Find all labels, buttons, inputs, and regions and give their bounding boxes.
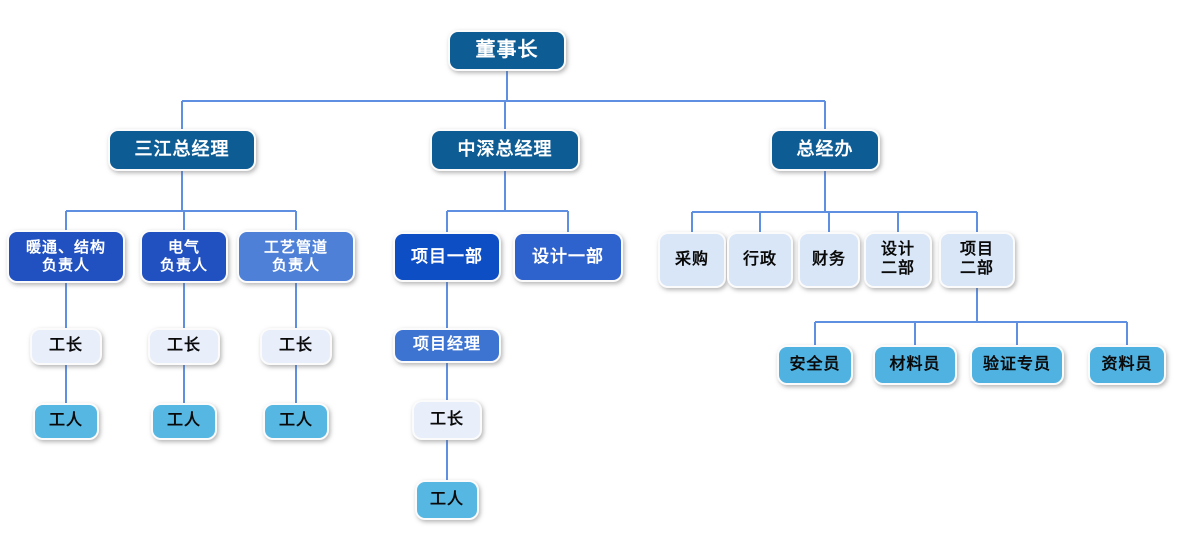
org-node-procurement: 采购 (658, 232, 726, 288)
org-node-verification-specialist: 验证专员 (970, 345, 1064, 385)
org-node-zhongshen-gm: 中深总经理 (430, 129, 580, 171)
org-node-project-dept1: 项目一部 (393, 232, 501, 282)
org-node-material-officer: 材料员 (873, 345, 957, 385)
org-node-safety-officer: 安全员 (777, 345, 853, 385)
org-node-foreman-3: 工长 (260, 328, 332, 365)
org-node-gm-office: 总经办 (770, 129, 880, 171)
org-node-worker-4: 工人 (415, 480, 479, 520)
org-node-design-dept2: 设计 二部 (864, 232, 932, 288)
org-node-piping-lead: 工艺管道 负责人 (237, 230, 355, 283)
org-node-admin: 行政 (727, 232, 793, 288)
org-node-finance: 财务 (798, 232, 860, 288)
org-node-sanjiang-gm: 三江总经理 (108, 129, 256, 171)
org-node-electrical-lead: 电气 负责人 (140, 230, 228, 283)
org-node-chairman: 董事长 (448, 30, 566, 71)
org-node-worker-2: 工人 (151, 403, 217, 440)
org-node-foreman-2: 工长 (148, 328, 220, 365)
org-node-foreman-4: 工长 (412, 400, 482, 440)
org-node-worker-1: 工人 (33, 403, 99, 440)
connector-path (65, 71, 1128, 480)
org-node-project-dept2: 项目 二部 (939, 232, 1015, 288)
org-node-design-dept1: 设计一部 (513, 232, 623, 282)
org-node-hvac-lead: 暖通、结构 负责人 (7, 230, 125, 283)
org-node-foreman-1: 工长 (30, 328, 102, 365)
org-node-project-manager: 项目经理 (393, 328, 501, 363)
org-node-archive-officer: 资料员 (1088, 345, 1166, 385)
org-node-worker-3: 工人 (263, 403, 329, 440)
